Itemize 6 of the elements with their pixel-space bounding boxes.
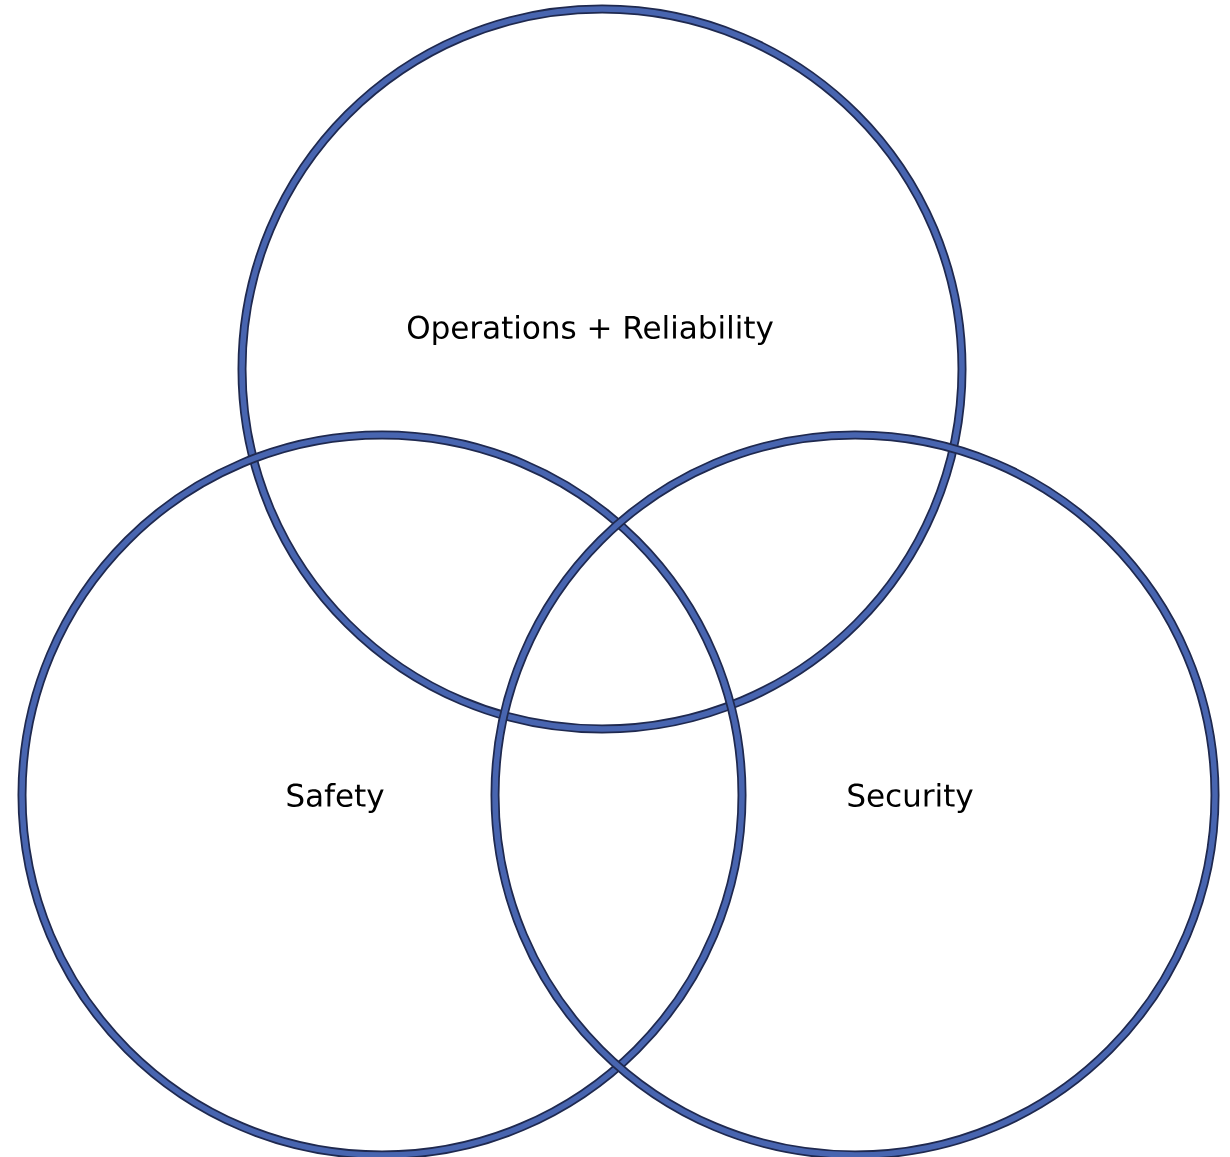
circle-label: Operations + Reliability [407, 315, 773, 345]
venn-circle [237, 4, 967, 734]
circle-label: Security [848, 783, 973, 813]
venn-circle [17, 430, 747, 1157]
circle-label: Safety [287, 783, 384, 813]
venn-circle [490, 430, 1220, 1157]
